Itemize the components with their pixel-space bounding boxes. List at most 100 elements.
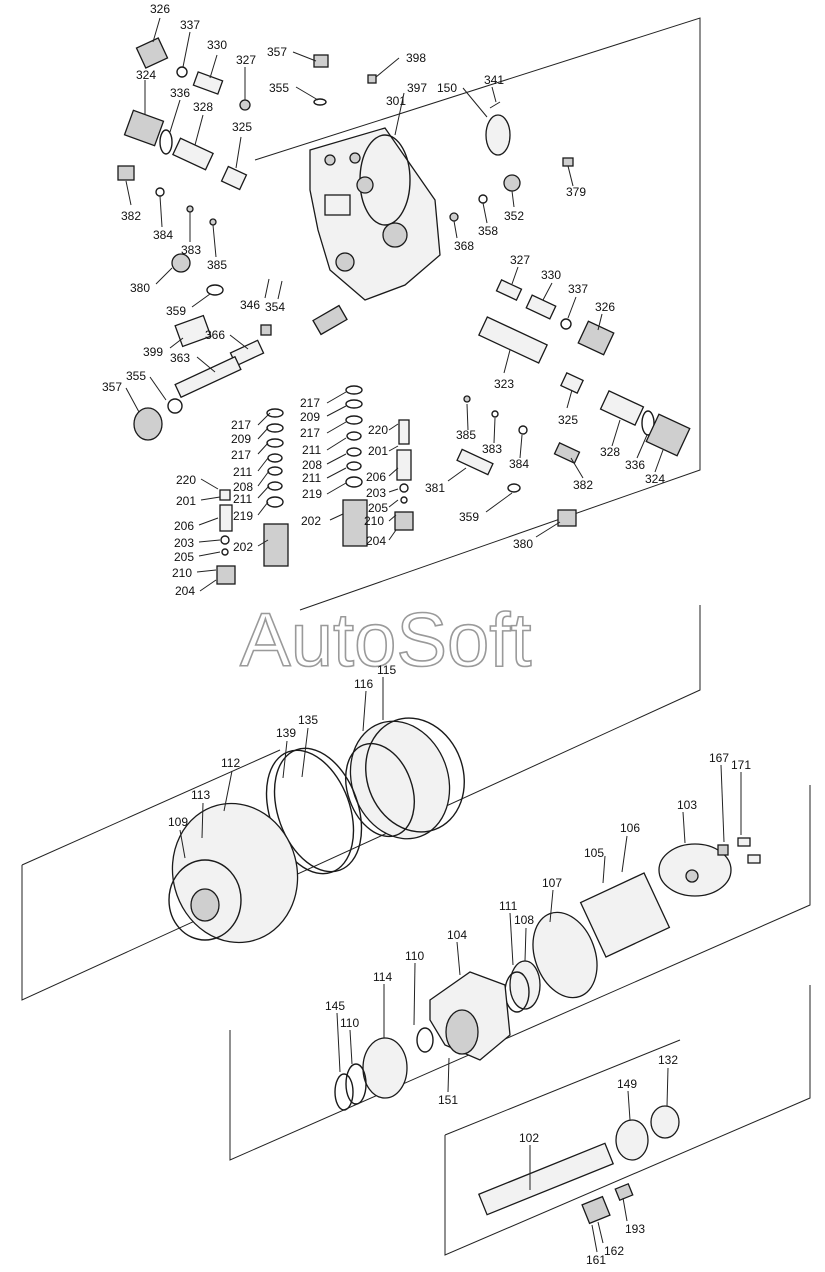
callout-328: 328 <box>600 445 620 459</box>
callout-346: 346 <box>240 298 260 312</box>
callout-380: 380 <box>130 281 150 295</box>
callout-115: 115 <box>377 663 396 677</box>
callout-341: 341 <box>484 73 504 87</box>
callout-355: 355 <box>126 369 146 383</box>
callout-105: 105 <box>584 846 604 860</box>
callout-219: 219 <box>302 487 322 501</box>
callout-355: 355 <box>269 81 289 95</box>
callout-398: 398 <box>406 51 426 65</box>
callout-102: 102 <box>519 1131 539 1145</box>
callout-397: 397 <box>407 81 427 95</box>
callout-358: 358 <box>478 224 498 238</box>
callout-204: 204 <box>175 584 195 598</box>
callout-211: 211 <box>302 471 321 485</box>
callout-161: 161 <box>586 1253 606 1267</box>
callout-149: 149 <box>617 1077 637 1091</box>
callout-145: 145 <box>325 999 345 1013</box>
callout-106: 106 <box>620 821 640 835</box>
callout-209: 209 <box>231 432 251 446</box>
callout-201: 201 <box>368 444 388 458</box>
callout-107: 107 <box>542 876 562 890</box>
callout-162: 162 <box>604 1244 624 1258</box>
callout-301: 301 <box>386 94 406 108</box>
callout-382: 382 <box>573 478 593 492</box>
callout-210: 210 <box>364 514 384 528</box>
callout-325: 325 <box>558 413 578 427</box>
callout-359: 359 <box>459 510 479 524</box>
callout-384: 384 <box>509 457 529 471</box>
callout-167: 167 <box>709 751 729 765</box>
callout-206: 206 <box>174 519 194 533</box>
callout-113: 113 <box>191 788 210 802</box>
callout-217: 217 <box>231 418 251 432</box>
callout-132: 132 <box>658 1053 678 1067</box>
callout-151: 151 <box>438 1093 458 1107</box>
callout-399: 399 <box>143 345 163 359</box>
callout-202: 202 <box>301 514 321 528</box>
callout-324: 324 <box>136 68 156 82</box>
callout-201: 201 <box>176 494 196 508</box>
callout-357: 357 <box>267 45 287 59</box>
callout-366: 366 <box>205 328 225 342</box>
callout-220: 220 <box>368 423 388 437</box>
callout-217: 217 <box>231 448 251 462</box>
callout-368: 368 <box>454 239 474 253</box>
callout-150: 150 <box>437 81 457 95</box>
callout-206: 206 <box>366 470 386 484</box>
callout-357: 357 <box>102 380 122 394</box>
brake-assembly <box>168 717 465 944</box>
callout-211: 211 <box>233 465 252 479</box>
shaft-group <box>477 1105 680 1225</box>
leader-lines <box>125 17 742 1253</box>
callout-211: 211 <box>233 492 252 506</box>
callout-202: 202 <box>233 540 253 554</box>
right-side-parts <box>456 279 691 527</box>
callout-325: 325 <box>232 120 252 134</box>
relief-valve-stacks <box>216 385 414 585</box>
callout-203: 203 <box>174 536 194 550</box>
callout-217: 217 <box>300 426 320 440</box>
callout-220: 220 <box>176 473 196 487</box>
callout-323: 323 <box>494 377 514 391</box>
callout-219: 219 <box>233 509 253 523</box>
callout-359: 359 <box>166 304 186 318</box>
callout-209: 209 <box>300 410 320 424</box>
callout-381: 381 <box>425 481 445 495</box>
callout-110: 110 <box>340 1016 359 1030</box>
rotary-group <box>334 837 761 1111</box>
callout-379: 379 <box>566 185 586 199</box>
valve-housing <box>309 127 441 301</box>
callout-210: 210 <box>172 566 192 580</box>
callout-135: 135 <box>298 713 318 727</box>
callout-380: 380 <box>513 537 533 551</box>
callout-382: 382 <box>121 209 141 223</box>
callout-217: 217 <box>300 396 320 410</box>
callout-385: 385 <box>456 428 476 442</box>
callout-111: 111 <box>499 899 518 913</box>
callout-336: 336 <box>170 86 190 100</box>
callout-326: 326 <box>595 300 615 314</box>
callout-208: 208 <box>302 458 322 472</box>
callout-112: 112 <box>221 756 240 770</box>
callout-383: 383 <box>181 243 201 257</box>
watermark: AutoSoft <box>240 598 532 683</box>
callout-328: 328 <box>193 100 213 114</box>
callout-116: 116 <box>354 677 373 691</box>
callout-385: 385 <box>207 258 227 272</box>
frame-outlines <box>21 17 811 1256</box>
callout-108: 108 <box>514 913 534 927</box>
callout-110: 110 <box>405 949 424 963</box>
callout-383: 383 <box>482 442 502 456</box>
callout-204: 204 <box>366 534 386 548</box>
callout-337: 337 <box>568 282 588 296</box>
callout-363: 363 <box>170 351 190 365</box>
callout-171: 171 <box>731 758 751 772</box>
callout-205: 205 <box>174 550 194 564</box>
callout-327: 327 <box>236 53 256 67</box>
callout-203: 203 <box>366 486 386 500</box>
callout-103: 103 <box>677 798 697 812</box>
upper-parts <box>117 37 574 441</box>
callout-326: 326 <box>150 2 170 16</box>
callout-labels: 326 337 330 324 327 336 328 325 357 355 … <box>102 2 751 1267</box>
